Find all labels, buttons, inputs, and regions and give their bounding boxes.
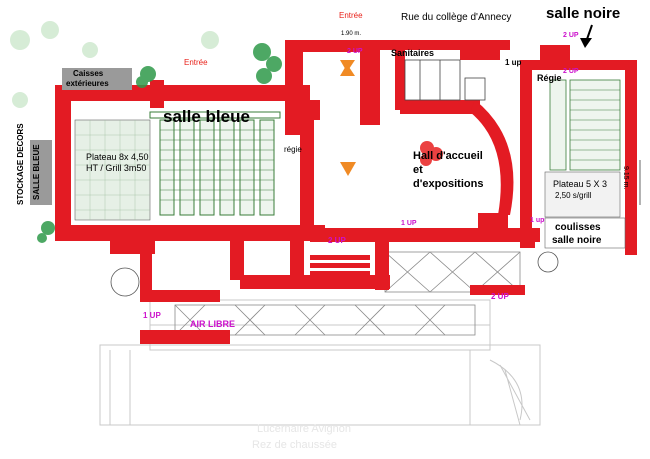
salle-noire-pointer [580,24,593,48]
label-stockage-2: SALLE BLEUE [32,144,41,200]
staircase-stage [310,255,370,284]
spiral-stair-right [537,251,559,273]
spiral-stair [110,267,140,297]
label-plateau-noire-2: 2,50 s/grill [555,191,592,200]
label-up-1-coul: 1 up [530,217,545,224]
label-salle-bleue: salle bleue [163,107,250,126]
label-up-2-mid: 2 UP [328,236,346,245]
label-up-2-noire-a: 2 UP [563,32,579,39]
salle-noire-seating [549,79,621,171]
salle-noire-seat-lines [570,89,620,161]
faded-trees [10,21,219,108]
walls [55,40,637,344]
label-air-libre: AIR LIBRE [190,319,235,329]
label-hall-3: d'expositions [413,178,484,190]
label-faded-1: Lucernaire Avignon [257,423,351,435]
entry-arrows [340,60,356,176]
label-coulisses-2: salle noire [552,235,602,246]
coulisses-box [544,217,626,249]
caisses-block [62,68,132,90]
label-sanitaires: Sanitaires [391,48,435,58]
label-entree-left: Entrée [184,58,208,67]
stockage-block [30,140,52,205]
plateau-grid [75,120,150,220]
salle-bleue-seating [149,111,281,216]
label-stockage-1: STOCKAGE DECORS [16,123,25,205]
label-regie-left: régie [284,145,302,154]
salle-bleue-seat-lines [160,129,274,201]
sanitaires-block [404,59,486,101]
lower-structure-outline [99,299,541,426]
label-up-1-right: 1 up [505,58,522,67]
label-faded-2: Rez de chaussée [252,439,337,451]
label-up-1-mid: 1 UP [401,220,417,227]
trees [37,43,282,243]
label-up-2-noire-b: 2 UP [563,68,579,75]
label-regie-right: Régie [537,73,562,83]
label-entree-top: Entrée [339,11,363,20]
label-caisses: Caisses [73,69,104,78]
label-hall-2: et [413,164,423,176]
plateau-salle-bleue [74,119,151,221]
label-salle-noire: salle noire [546,5,621,22]
label-exterieures: extérieures [66,79,109,88]
label-dim-top: 1.90 m. [341,31,362,37]
label-plateau-bleue-1: Plateau 8x 4,50 [86,152,149,162]
label-street: Rue du collège d'Annecy [401,12,512,23]
label-hall-1: Hall d'accueil [413,150,483,162]
label-plateau-bleue-2: HT / Grill 3m50 [86,163,147,173]
label-up-2-top: 2 UP [347,48,363,55]
label-dim-noire: 9.15 m. [622,166,629,190]
hall-mark [420,141,443,166]
label-up-1-bottom: 1 UP [143,311,161,320]
label-up-2-bottom: 2 UP [491,292,509,301]
label-plateau-noire-1: Plateau 5 X 3 [553,179,608,189]
plateau-salle-noire [544,171,621,218]
label-coulisses-1: coulisses [555,222,601,233]
